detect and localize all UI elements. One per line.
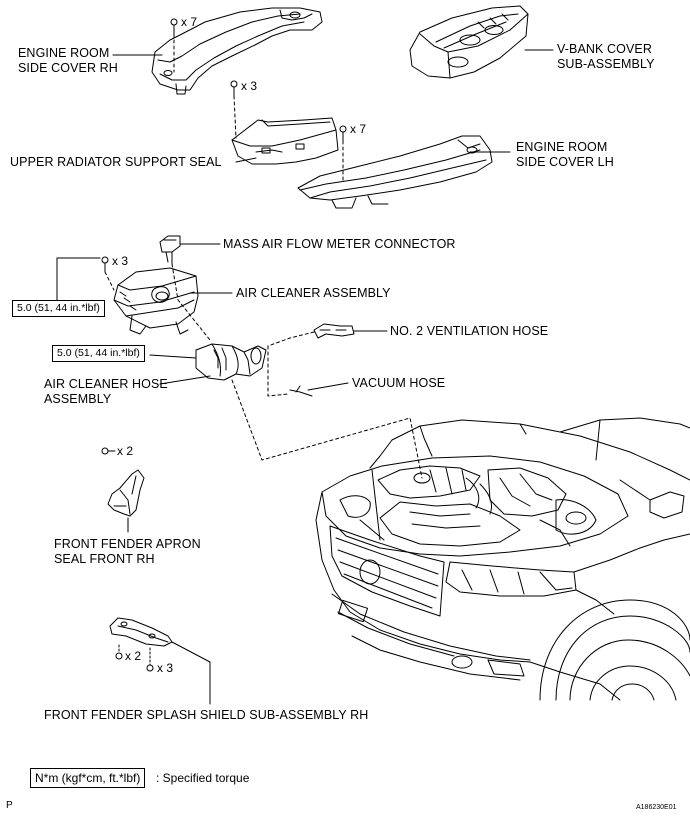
leader-dashed <box>267 345 289 397</box>
label-engine-room-side-cover-rh: ENGINE ROOM SIDE COVER RH <box>18 46 118 76</box>
leader-radiator-seal <box>235 157 257 163</box>
label-line: ASSEMBLY <box>44 392 112 406</box>
leader-hose-assembly <box>159 375 211 385</box>
label-line: ENGINE ROOM <box>18 46 110 60</box>
label-front-fender-splash-shield: FRONT FENDER SPLASH SHIELD SUB-ASSEMBLY … <box>44 708 369 722</box>
bolt-icon <box>170 18 178 35</box>
front-fender-apron-seal <box>107 469 145 517</box>
air-cleaner-hose-assembly <box>195 343 267 381</box>
label-line: ENGINE ROOM <box>516 140 608 154</box>
label-engine-room-side-cover-lh: ENGINE ROOM SIDE COVER LH <box>516 140 614 170</box>
label-v-bank-cover: V-BANK COVER SUB-ASSEMBLY <box>557 42 655 72</box>
engine-room-side-cover-lh <box>297 135 493 209</box>
label-line: V-BANK COVER <box>557 42 652 56</box>
qty-splash-shield-bolts: x 2 <box>125 649 142 663</box>
label-line: AIR CLEANER HOSE <box>44 377 168 391</box>
mass-air-flow-meter-connector <box>159 235 181 265</box>
qty-side-cover-rh-bolts: x 7 <box>181 15 198 29</box>
label-vacuum-hose: VACUUM HOSE <box>352 376 446 390</box>
no2-ventilation-hose <box>313 323 355 339</box>
qty-air-cleaner-bolts: x 3 <box>112 254 129 268</box>
upper-radiator-support-seal <box>231 117 339 165</box>
figure-code: A186230E01 <box>636 804 677 811</box>
torque-spec-hose: 5.0 (51, 44 in.*lbf) <box>52 345 145 362</box>
qty-splash-shield-clips: x 3 <box>157 661 174 675</box>
label-line: SIDE COVER RH <box>18 61 118 75</box>
air-cleaner-assembly <box>113 267 199 335</box>
leader-vacuum-hose <box>307 382 349 391</box>
label-no2-ventilation-hose: NO. 2 VENTILATION HOSE <box>390 324 549 338</box>
qty-radiator-seal-clips: x 3 <box>241 79 258 93</box>
bolt-icon <box>101 256 109 273</box>
label-mass-air-flow-meter-connector: MASS AIR FLOW METER CONNECTOR <box>223 237 456 251</box>
leader-dashed <box>104 271 115 291</box>
label-line: SIDE COVER LH <box>516 155 614 169</box>
clip-icon <box>101 447 116 455</box>
vehicle-illustration <box>315 417 690 701</box>
label-air-cleaner-hose-assembly: AIR CLEANER HOSE ASSEMBLY <box>44 377 168 407</box>
label-line: FRONT FENDER APRON <box>54 537 201 551</box>
leader-dashed <box>233 95 237 139</box>
leader-dashed <box>267 331 315 347</box>
label-front-fender-apron-seal: FRONT FENDER APRON SEAL FRONT RH <box>54 537 201 567</box>
leader-torque-air-cleaner <box>56 257 101 301</box>
front-fender-splash-shield <box>109 617 173 647</box>
legend-description: : Specified torque <box>156 771 250 785</box>
label-air-cleaner-assembly: AIR CLEANER ASSEMBLY <box>236 286 391 300</box>
bolt-icon <box>115 644 123 660</box>
corner-letter: P <box>6 800 13 811</box>
engine-room-side-cover-rh <box>151 7 323 95</box>
v-bank-cover <box>409 5 529 79</box>
label-upper-radiator-support-seal: UPPER RADIATOR SUPPORT SEAL <box>10 155 222 169</box>
clip-icon <box>146 647 154 672</box>
leader-splash-shield <box>171 641 211 705</box>
label-line: SUB-ASSEMBLY <box>557 57 655 71</box>
clip-icon <box>230 80 238 97</box>
leader-dashed <box>171 263 211 341</box>
leader-dashed <box>231 379 423 479</box>
legend-torque-unit-box: N*m (kgf*cm, ft.*lbf) <box>30 768 146 788</box>
leader-torque-hose <box>149 354 197 359</box>
torque-spec-air-cleaner: 5.0 (51, 44 in.*lbf) <box>12 300 105 317</box>
qty-side-cover-lh-bolts: x 7 <box>350 122 367 136</box>
bolt-icon <box>339 125 347 142</box>
label-line: SEAL FRONT RH <box>54 552 155 566</box>
vacuum-hose <box>289 385 313 397</box>
qty-apron-seal-clips: x 2 <box>117 444 134 458</box>
